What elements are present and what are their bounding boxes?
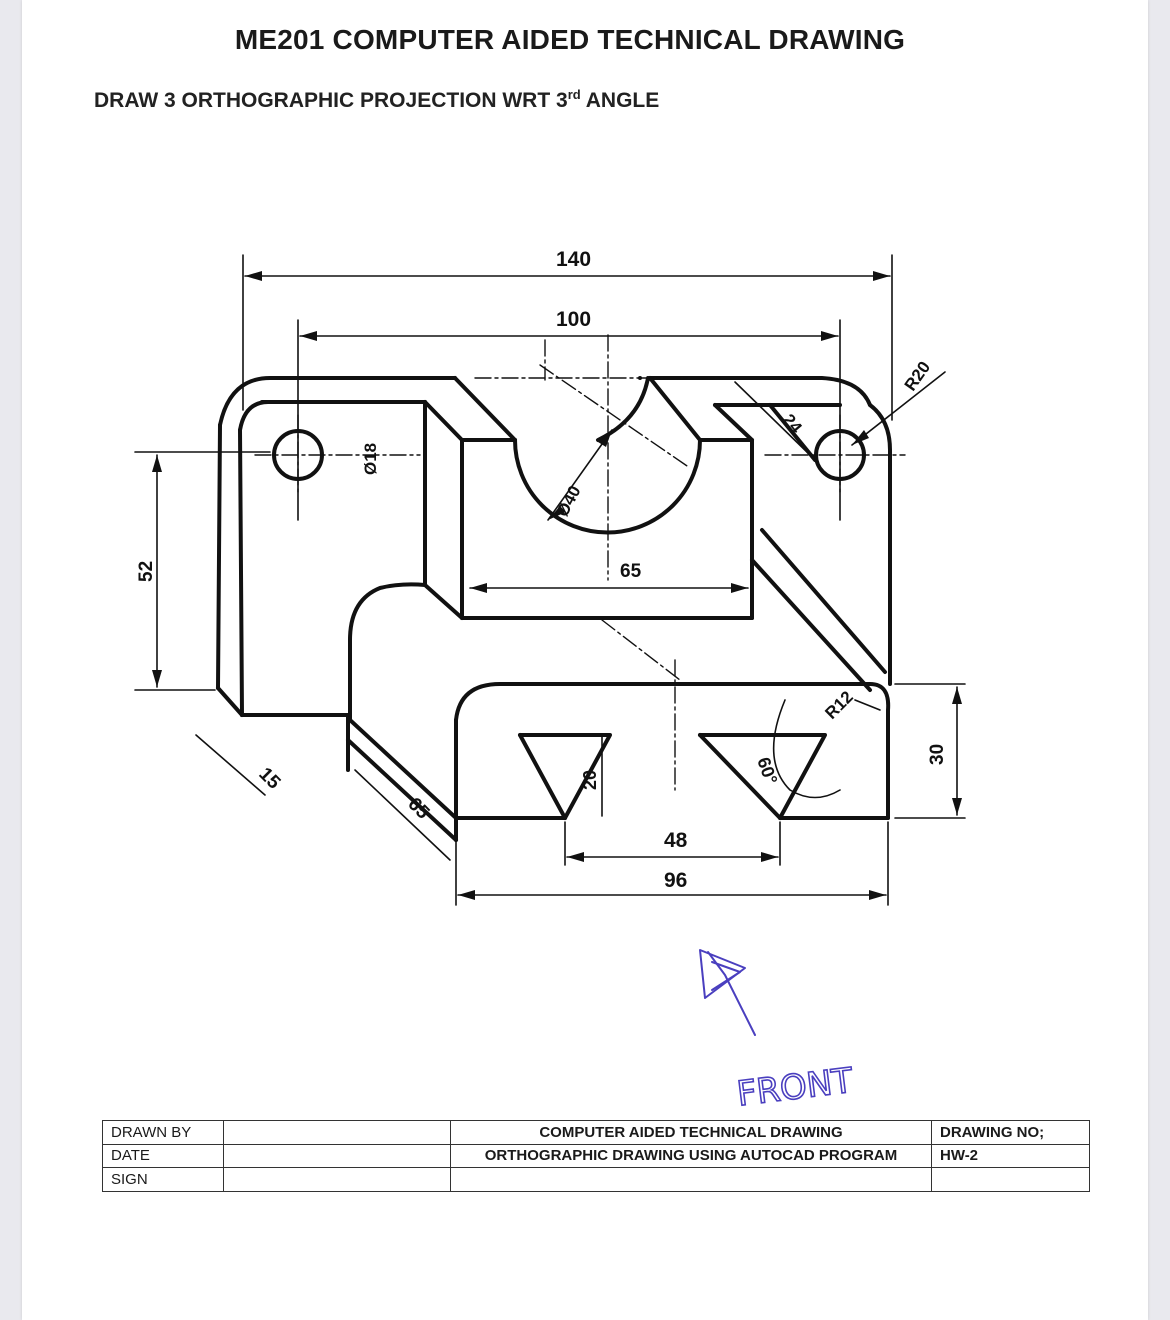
title-empty-cell [450, 1167, 932, 1192]
part-outline [216, 376, 892, 842]
drawing-no-label: DRAWING NO; [931, 1120, 1090, 1145]
instruction-superscript: rd [567, 87, 581, 102]
dim-96: 96 [664, 869, 687, 892]
date-field [223, 1143, 451, 1169]
front-arrow [699, 949, 756, 1036]
dim-140: 140 [556, 248, 591, 271]
dim-24: 24 [779, 410, 806, 437]
dim-60-degree: 60° [753, 755, 781, 787]
drawn-by-label: DRAWN BY [102, 1120, 224, 1145]
document-page: ME201 COMPUTER AIDED TECHNICAL DRAWING D… [22, 0, 1148, 1320]
dim-100: 100 [556, 308, 591, 331]
instruction-text: DRAW 3 ORTHOGRAPHIC PROJECTION WRT 3rd A… [94, 87, 659, 113]
front-label: FRONT [735, 1061, 855, 1115]
dim-30: 30 [927, 744, 948, 765]
title-block: DRAWN BY COMPUTER AIDED TECHNICAL DRAWIN… [102, 1120, 1090, 1192]
drawing-no-empty-cell [931, 1167, 1090, 1192]
dim-r12: R12 [821, 687, 856, 722]
title-line-1: COMPUTER AIDED TECHNICAL DRAWING [450, 1120, 932, 1145]
dim-48: 48 [664, 829, 688, 852]
dim-20: 20 [580, 770, 600, 790]
instruction-end: ANGLE [585, 89, 660, 112]
dim-diameter-40: Ø40 [553, 483, 585, 520]
dim-52: 52 [136, 561, 157, 582]
drawing-no-value: HW-2 [931, 1143, 1090, 1169]
dim-diameter-18: Ø18 [361, 443, 380, 475]
dim-r20: R20 [901, 358, 934, 394]
dim-65-top: 65 [620, 561, 642, 582]
title-line-2: ORTHOGRAPHIC DRAWING USING AUTOCAD PROGR… [450, 1143, 932, 1169]
drawn-by-field [223, 1120, 451, 1145]
instruction-main: DRAW 3 ORTHOGRAPHIC PROJECTION WRT 3 [94, 89, 568, 112]
date-label: DATE [102, 1143, 224, 1169]
sign-field [223, 1167, 451, 1192]
isometric-drawing: 140 100 65 48 96 52 30 20 Ø18 Ø40 R20 R1… [134, 248, 966, 1115]
course-title: ME201 COMPUTER AIDED TECHNICAL DRAWING [234, 24, 906, 55]
sign-label: SIGN [102, 1167, 224, 1192]
